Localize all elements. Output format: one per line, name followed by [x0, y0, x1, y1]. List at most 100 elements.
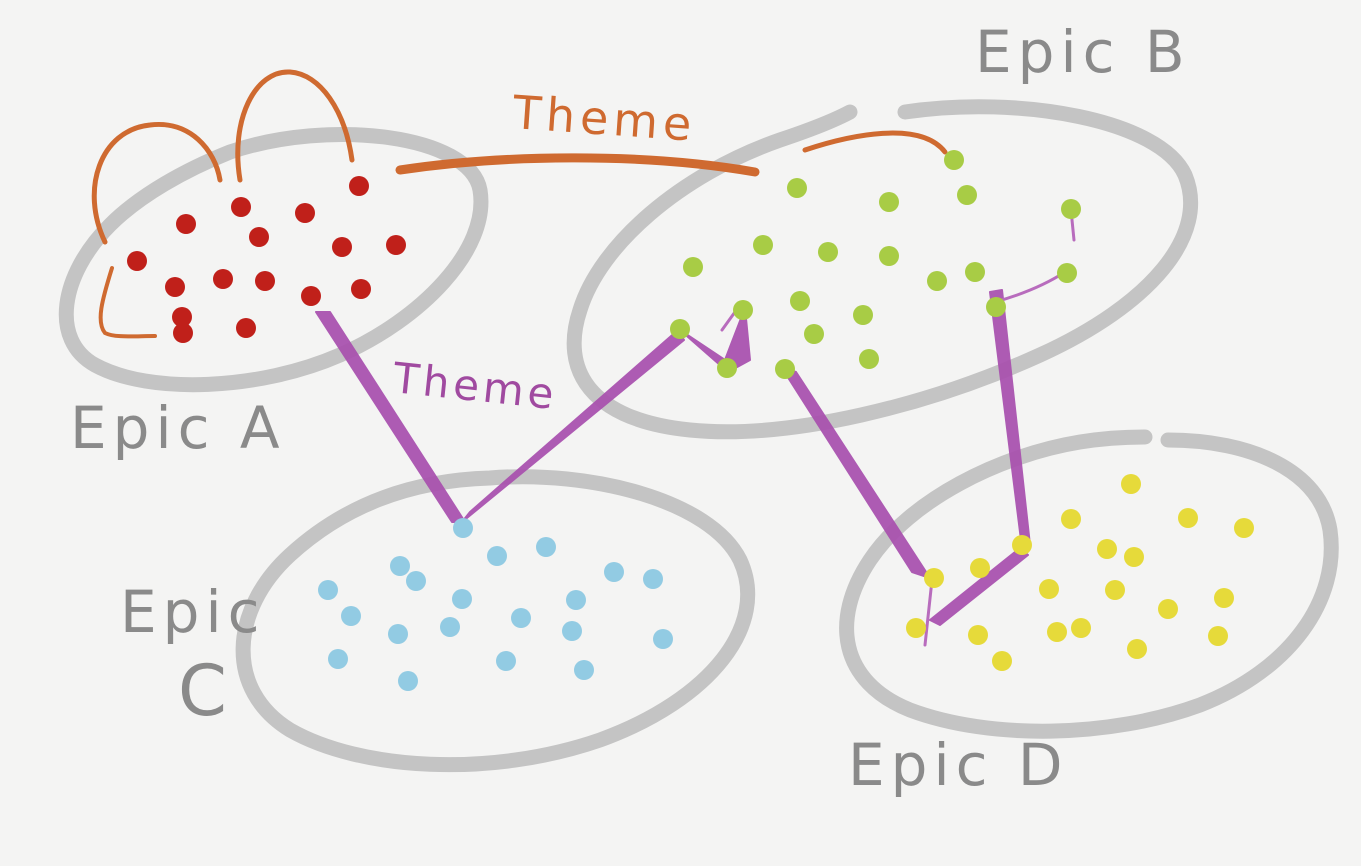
epic-c-item [562, 621, 582, 641]
epic-b-item [775, 359, 795, 379]
epic-d-item [1047, 622, 1067, 642]
epic-d-item [968, 625, 988, 645]
epic-c-item [440, 617, 460, 637]
epic-c-item [406, 571, 426, 591]
epic-b-item [944, 150, 964, 170]
epic-b-item [879, 192, 899, 212]
epic-b-item [853, 305, 873, 325]
epic-c-item [452, 589, 472, 609]
epic-c-label-line1: Epic [120, 578, 265, 646]
epic-b-label: Epic B [975, 18, 1191, 86]
epic-c-item [566, 590, 586, 610]
epic-b-item [683, 257, 703, 277]
epic-a-label: Epic A [70, 394, 286, 462]
epic-b-item [818, 242, 838, 262]
orange-connector [395, 153, 760, 177]
epic-outlines [58, 99, 1339, 773]
epic-b-dots [670, 150, 1081, 379]
orange-bracket [98, 266, 157, 339]
epic-d-item [992, 651, 1012, 671]
epic-c-item [328, 649, 348, 669]
epic-d-item [924, 568, 944, 588]
epic-d-item [1097, 539, 1117, 559]
epic-c-item [318, 580, 338, 600]
epic-a-item [295, 203, 315, 223]
orange-arc-3 [802, 130, 948, 155]
epic-a-item [332, 237, 352, 257]
epic-c-item [487, 546, 507, 566]
epic-b-item [986, 297, 1006, 317]
epic-a-item [172, 307, 192, 327]
epic-b-item [753, 235, 773, 255]
purple-thin-1 [993, 270, 1067, 304]
epic-a-item [249, 227, 269, 247]
epic-a-item [351, 279, 371, 299]
epic-d-item [1158, 599, 1178, 619]
epic-d-label: Epic D [848, 731, 1069, 799]
epic-c-outline [235, 469, 756, 773]
epic-c-item [574, 660, 594, 680]
epic-d-item [970, 558, 990, 578]
epic-a-item [127, 251, 147, 271]
epic-d-dots [906, 474, 1254, 671]
epic-b-item [717, 358, 737, 378]
epic-c-item [398, 671, 418, 691]
epic-c-item [341, 606, 361, 626]
orange-arc-1 [91, 121, 223, 245]
epic-a-item [213, 269, 233, 289]
orange-theme-lines [91, 69, 948, 339]
epic-c-item [496, 651, 516, 671]
epic-d-item [1105, 580, 1125, 600]
epic-b-item [1057, 263, 1077, 283]
epic-b-item [965, 262, 985, 282]
epic-c-item [643, 569, 663, 589]
epic-b-item [1061, 199, 1081, 219]
epic-d-item [1124, 547, 1144, 567]
epic-b-item [804, 324, 824, 344]
epic-c-item [653, 629, 673, 649]
purple-link-b-d-2 [989, 289, 1031, 549]
epic-a-item [301, 286, 321, 306]
epic-b-item [957, 185, 977, 205]
epic-d-item [906, 618, 926, 638]
orange-arc-2 [235, 69, 355, 183]
epic-c-item [453, 518, 473, 538]
epic-b-item [733, 300, 753, 320]
epic-c-item [388, 624, 408, 644]
epic-d-item [1121, 474, 1141, 494]
epic-b-item [787, 178, 807, 198]
epic-b-outline [566, 99, 1198, 440]
epic-a-item [386, 235, 406, 255]
purple-thin-3 [923, 578, 934, 647]
epic-a-outline [58, 127, 489, 393]
epic-b-item [879, 246, 899, 266]
epic-c-item [511, 608, 531, 628]
epic-a-item [255, 271, 275, 291]
epic-d-item [1234, 518, 1254, 538]
epic-d-item [1012, 535, 1032, 555]
orange-theme-label: Theme [510, 85, 698, 152]
epic-c-item [604, 562, 624, 582]
epic-b-item [670, 319, 690, 339]
epic-b-item [790, 291, 810, 311]
epic-d-item [1071, 618, 1091, 638]
epic-a-item [349, 176, 369, 196]
epic-c-dots [318, 518, 673, 691]
epic-d-item [1039, 579, 1059, 599]
epic-d-item [1127, 639, 1147, 659]
epic-c-label-line2: C [178, 650, 233, 732]
epic-d-item [1208, 626, 1228, 646]
epic-d-item [1178, 508, 1198, 528]
epic-c-item [390, 556, 410, 576]
epic-d-item [1061, 509, 1081, 529]
epic-a-item [236, 318, 256, 338]
purple-theme-label: Theme [390, 353, 560, 419]
epic-a-dots [127, 176, 406, 343]
epic-a-item [165, 277, 185, 297]
epic-a-item [173, 323, 193, 343]
epic-a-item [231, 197, 251, 217]
epic-b-item [859, 349, 879, 369]
epic-d-outline [839, 429, 1339, 739]
epic-d-item [1214, 588, 1234, 608]
